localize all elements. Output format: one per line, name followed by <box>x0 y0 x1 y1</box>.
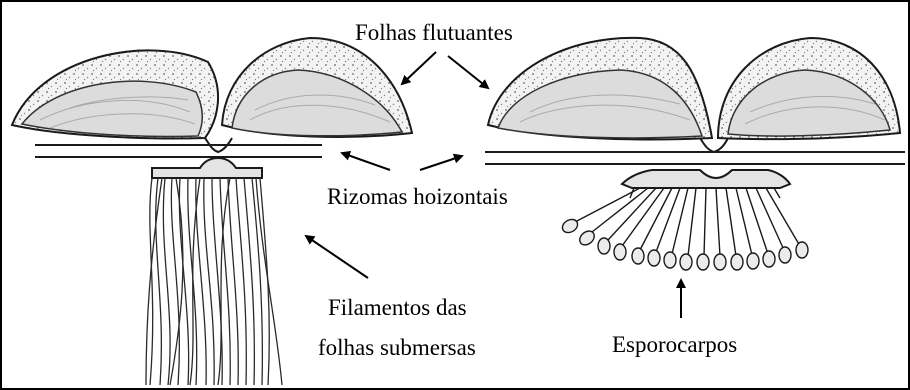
submerged-filaments <box>146 178 282 385</box>
floating-leaf <box>12 50 218 138</box>
arrow-to-filaments <box>306 236 368 278</box>
arrow-to-left-rhizome <box>342 153 390 170</box>
right-plant <box>485 38 905 270</box>
label-rizomas: Rizomas hoizontais <box>327 184 508 209</box>
arrow-to-left-leaf <box>402 52 436 84</box>
floating-leaf <box>488 38 712 140</box>
label-filamentos-line1: Filamentos das <box>328 295 467 320</box>
sporocarps <box>560 188 808 270</box>
label-filamentos-line2: folhas submersas <box>318 335 476 360</box>
left-plant <box>12 38 412 385</box>
arrow-to-right-rhizome <box>420 156 462 170</box>
rhizome <box>485 138 905 188</box>
label-esporocarpos: Esporocarpos <box>612 332 737 357</box>
floating-leaf <box>718 38 900 139</box>
rhizome <box>35 138 322 178</box>
label-folhas-flutuantes: Folhas flutuantes <box>355 20 513 45</box>
arrow-to-right-leaf <box>448 56 488 88</box>
floating-leaf <box>222 38 412 137</box>
